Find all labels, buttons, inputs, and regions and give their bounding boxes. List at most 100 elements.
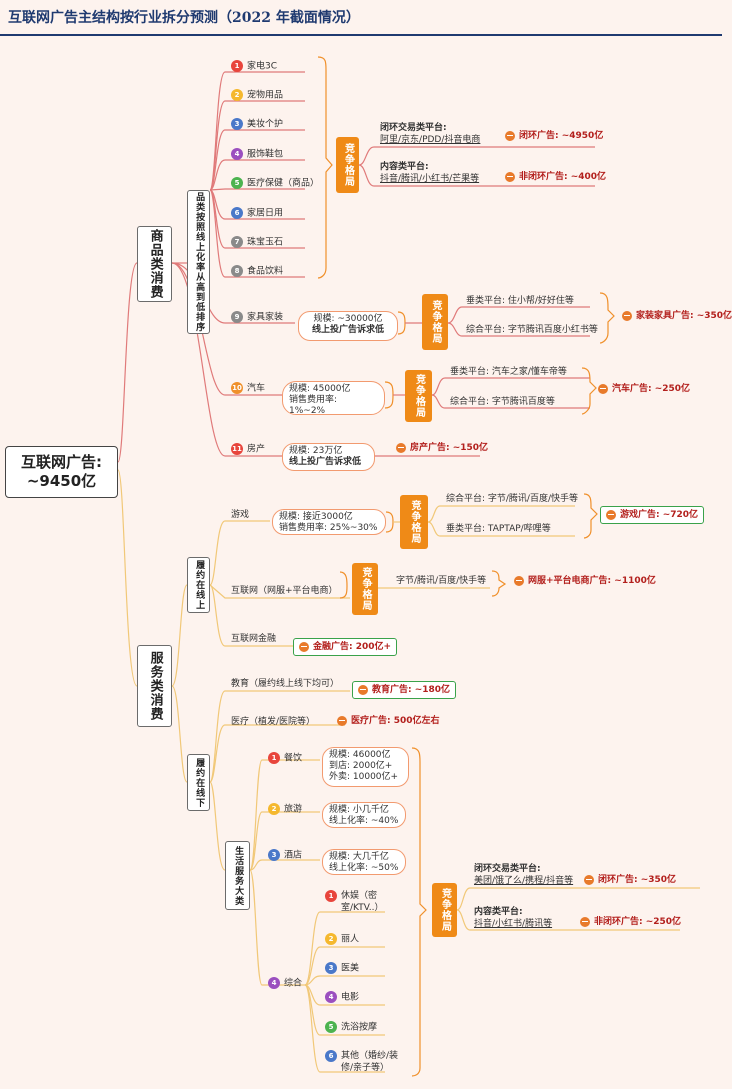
goods-item-9-number: 9 <box>231 311 243 323</box>
collapse-icon[interactable] <box>622 310 632 321</box>
collapse-icon[interactable] <box>606 509 616 520</box>
connector-furniture-bracket <box>599 292 615 344</box>
goods-item-7-number: 7 <box>231 236 243 248</box>
auto-vertical-platforms: 垂类平台: 汽车之家/懂车帝等 <box>450 367 567 377</box>
goods-item-2-label: 宠物用品 <box>247 90 284 101</box>
connector-online-items <box>209 520 350 647</box>
furniture-vertical-platforms: 垂类平台: 住小帮/好好住等 <box>466 296 574 306</box>
connector-goods-bracket <box>317 56 333 279</box>
comprehensive-item-2-number: 2 <box>325 933 337 945</box>
hotel-scale-pill: 规模: 大几千亿 线上化率: ~50% <box>322 849 406 875</box>
life-item-4-label: 综合 <box>284 978 303 989</box>
collapse-icon[interactable] <box>299 641 309 652</box>
life-closed-title: 闭环交易类平台: <box>474 864 541 874</box>
connector-life-open <box>456 909 680 931</box>
goods-open-platforms: 抖音/腾讯/小红书/芒果等 <box>380 174 480 184</box>
root-node: 互联网广告: ~9450亿 <box>5 446 118 498</box>
goods-item-8-number: 8 <box>231 265 243 277</box>
connector-services-online <box>171 584 188 687</box>
life-services-node: 生活服务大类 <box>225 841 250 910</box>
comprehensive-item-6-label: 其他（婚纱/装 修/亲子等） <box>341 1051 399 1073</box>
internet-result: 网服+平台电商广告: ~1100亿 <box>514 574 656 588</box>
life-item-1-number: 1 <box>268 752 280 764</box>
furniture-scale-pill: 规模: ~30000亿线上投广告诉求低 <box>298 311 398 341</box>
goods-item-1-number: 1 <box>231 60 243 72</box>
furniture-scale: 规模: ~30000亿 <box>313 314 383 324</box>
life-open-result-text: 非闭环广告: ~250亿 <box>594 917 682 927</box>
comprehensive-item-3-label: 医美 <box>341 963 360 974</box>
life-item-comprehensive: 4 综合 <box>268 977 302 990</box>
goods-item-1-label: 家电3C <box>247 61 278 72</box>
travel-scale-pill: 规模: 小几千亿 线上化率: ~40% <box>322 802 406 828</box>
connector-internet-bracket <box>491 570 507 597</box>
goods-competition-box: 竞争格局 <box>336 137 359 193</box>
goods-closed-result: 闭环广告: ~4950亿 <box>505 129 603 143</box>
goods-item-10-label: 汽车 <box>247 383 266 394</box>
comprehensive-item-4-label: 电影 <box>341 992 360 1003</box>
connector-furniture-general <box>447 322 590 337</box>
goods-item-3-number: 3 <box>231 118 243 130</box>
goods-closed-platforms: 阿里/京东/PDD/抖音电商 <box>380 135 481 145</box>
medical-result-text: 医疗广告: 500亿左右 <box>351 716 440 726</box>
comprehensive-item-5-number: 5 <box>325 1021 337 1033</box>
connector-goods-open <box>358 164 595 187</box>
game-vertical-platforms: 垂类平台: TAPTAP/哔哩等 <box>446 524 551 534</box>
goods-consumption-node: 商品类消费 <box>137 226 172 302</box>
connector-internet-brace <box>339 571 348 599</box>
collapse-icon[interactable] <box>337 715 347 726</box>
game-label: 游戏 <box>231 510 250 520</box>
realestate-result: 房产广告: ~150亿 <box>396 441 488 455</box>
connector-life-bracket <box>411 747 427 1077</box>
collapse-icon[interactable] <box>598 383 608 394</box>
life-closed-result-text: 闭环广告: ~350亿 <box>598 875 677 885</box>
connector-game-bracket <box>583 493 598 539</box>
auto-general-platforms: 综合平台: 字节腾讯百度等 <box>450 397 555 407</box>
collapse-icon[interactable] <box>580 916 590 927</box>
auto-competition-box: 竞争格局 <box>405 370 432 422</box>
finance-label: 互联网金融 <box>231 634 277 644</box>
goods-item-1: 1 家电3C <box>231 60 277 73</box>
auto-result-text: 汽车广告: ~250亿 <box>612 384 691 394</box>
game-result: 游戏广告: ~720亿 <box>600 506 705 524</box>
title-rule <box>0 34 722 36</box>
life-item-4-number: 4 <box>268 977 280 989</box>
medical-result: 医疗广告: 500亿左右 <box>337 714 440 728</box>
collapse-icon[interactable] <box>505 130 515 141</box>
game-competition-box: 竞争格局 <box>400 495 428 549</box>
comprehensive-item-6-number: 6 <box>325 1050 337 1062</box>
auto-result: 汽车广告: ~250亿 <box>598 382 690 396</box>
life-item-3-label: 酒店 <box>284 850 303 861</box>
comprehensive-item-3-number: 3 <box>325 962 337 974</box>
connector-furniture-brace <box>397 311 406 335</box>
collapse-icon[interactable] <box>514 575 524 586</box>
goods-item-11-number: 11 <box>231 443 243 455</box>
goods-item-4-number: 4 <box>231 148 243 160</box>
finance-result-text: 金融广告: 200亿+ <box>313 642 392 652</box>
realestate-scale: 规模: 23万亿 <box>289 446 343 456</box>
collapse-icon[interactable] <box>584 874 594 885</box>
comprehensive-item-1-number: 1 <box>325 890 337 902</box>
education-result-text: 教育广告: ~180亿 <box>372 685 451 695</box>
education-label: 教育（履约线上线下均可） <box>231 679 340 689</box>
collapse-icon[interactable] <box>505 171 515 182</box>
comprehensive-item-2-label: 丽人 <box>341 934 360 945</box>
collapse-icon[interactable] <box>396 442 406 453</box>
life-item-1-label: 餐饮 <box>284 753 303 764</box>
goods-open-result: 非闭环广告: ~400亿 <box>505 170 606 184</box>
connector-auto-brace <box>384 381 394 409</box>
connector-furniture-vertical <box>447 306 590 324</box>
connector-root-services <box>117 469 138 687</box>
connector-game-brace <box>385 511 394 533</box>
collapse-icon[interactable] <box>358 684 368 695</box>
furniture-result: 家装家具广告: ~350亿 <box>622 309 732 323</box>
goods-item-6-number: 6 <box>231 207 243 219</box>
